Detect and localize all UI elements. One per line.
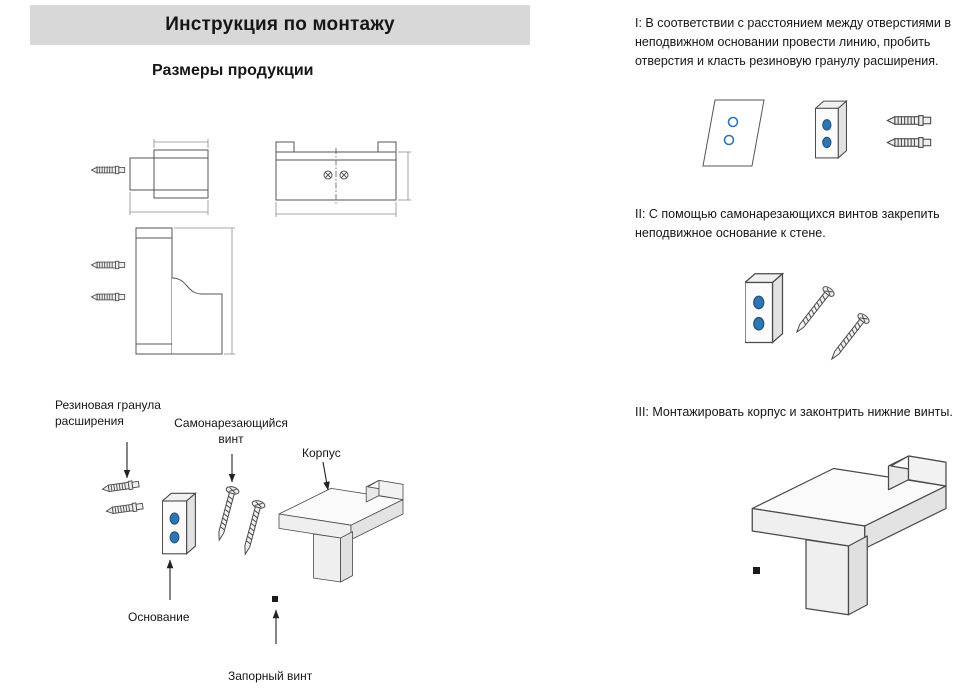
base-graphic (815, 100, 847, 159)
base-graphic (745, 273, 784, 344)
dimension-lines (174, 227, 235, 355)
body-graphic (751, 455, 947, 616)
header-bar: Инструкция по монтажу (30, 5, 530, 45)
step-3-illustration (751, 455, 947, 616)
step-2-illustration (745, 273, 872, 364)
label-base: Основание (128, 610, 190, 624)
expansion-plug-graphic (90, 165, 126, 175)
exploded-diagram (101, 442, 404, 644)
page-title: Инструкция по монтажу (165, 14, 395, 35)
base-graphic (162, 492, 196, 555)
locking-screw-graphic (272, 596, 278, 602)
dimension-drawing-side-view (90, 139, 209, 215)
self-tapping-screw-graphic (212, 484, 241, 543)
label-locking-screw: Запорный винт (228, 669, 313, 683)
expansion-plug-graphic (90, 292, 126, 302)
hole-mark (727, 116, 739, 128)
expansion-plug-graphic (886, 115, 932, 126)
expansion-plug-graphic (105, 501, 144, 516)
step-1-text: I: В соответствии с расстоянием между от… (635, 16, 951, 68)
dimensions-section-title: Размеры продукции (152, 62, 314, 79)
label-rubber-plug: Резиновая гранула расширения (55, 398, 161, 428)
drill-template-graphic (702, 99, 765, 167)
label-self-tapping-screw: Самонарезающийся винт (174, 416, 288, 446)
expansion-plug-graphic (90, 260, 126, 270)
step-3-text: III: Монтажировать корпус и законтрить н… (635, 405, 953, 419)
locking-screw-graphic (753, 567, 760, 574)
body-graphic (278, 479, 404, 583)
dimension-lines (129, 139, 209, 215)
hole-mark (723, 134, 735, 146)
step-2-text: II: С помощью самонарезающихся винтов за… (635, 207, 940, 240)
expansion-plug-graphic (101, 479, 140, 494)
self-tapping-screw-graphic (791, 284, 837, 337)
dimension-lines (275, 151, 411, 217)
callout-arrows (123, 442, 330, 644)
step-1-illustration (702, 99, 932, 167)
dimension-drawing-top-view (90, 227, 235, 355)
label-body: Корпус (302, 446, 341, 460)
self-tapping-screw-graphic (238, 498, 267, 557)
self-tapping-screw-graphic (826, 311, 872, 364)
expansion-plug-graphic (886, 137, 932, 148)
dimension-drawing-front-view (275, 141, 411, 217)
